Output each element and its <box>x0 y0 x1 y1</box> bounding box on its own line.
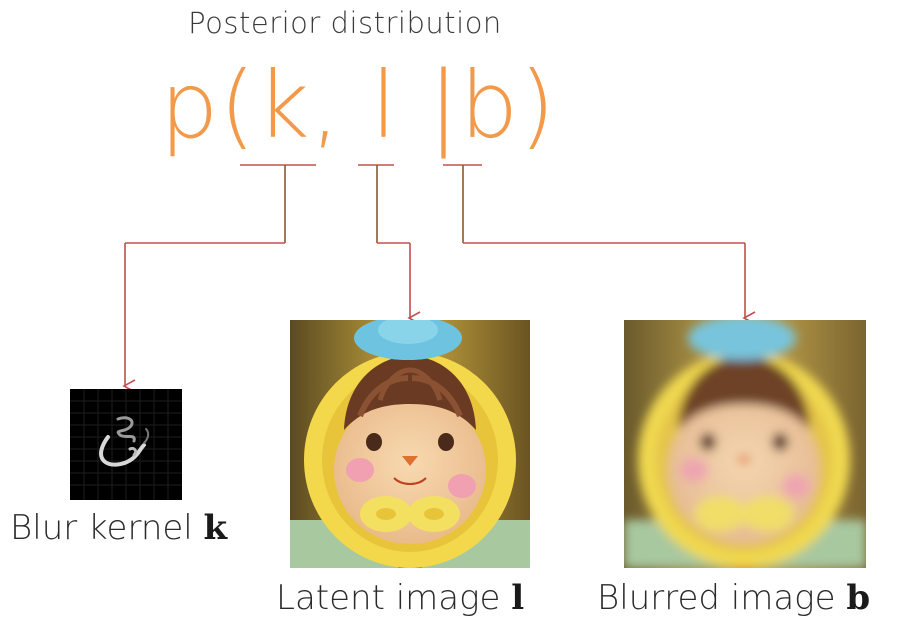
blurred-image-symbol: b <box>846 578 871 618</box>
blur-kernel-caption-text: Blur kernel <box>10 508 204 548</box>
blur-kernel-symbol: k <box>203 508 228 548</box>
posterior-formula: p(k, l |b) <box>160 52 557 159</box>
latent-image-caption-text: Latent image <box>276 578 512 618</box>
blur-kernel-caption: Blur kernel k <box>10 508 227 548</box>
blurred-image-caption-text: Blurred image <box>597 578 847 618</box>
diagram-title: Posterior distribution <box>188 6 502 40</box>
blurred-image-caption: Blurred image b <box>597 578 870 618</box>
blurred-connector <box>443 164 756 325</box>
latent-image-caption: Latent image l <box>276 578 524 618</box>
blur-kernel-image <box>70 389 182 500</box>
blurred-image <box>624 320 866 568</box>
latent-connector <box>358 164 421 325</box>
latent-image <box>290 320 530 568</box>
kernel-connector <box>122 164 316 393</box>
latent-image-symbol: l <box>511 578 525 618</box>
